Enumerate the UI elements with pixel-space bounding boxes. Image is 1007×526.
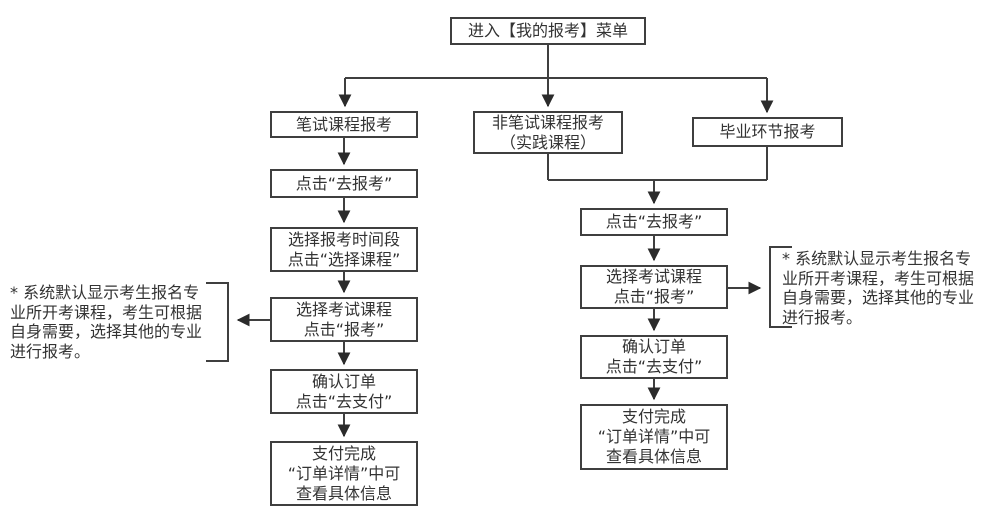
node-right-payment-complete: 支付完成“订单详情”中可查看具体信息 bbox=[580, 404, 728, 470]
node-left-confirm-order: 确认订单点击“去支付” bbox=[270, 369, 418, 414]
note-default-major-courses-left: * 系统默认显示考生报名专业所开考课程，考生可根据自身需要，选择其他的专业进行报… bbox=[10, 283, 203, 361]
node-left-select-exam-course: 选择考试课程点击“报考” bbox=[270, 297, 418, 342]
arrow-lines bbox=[236, 78, 774, 438]
node-right-confirm-order: 确认订单点击“去支付” bbox=[580, 335, 728, 379]
node-right-select-exam-course: 选择考试课程点击“报考” bbox=[580, 265, 728, 309]
note-bracket-right bbox=[769, 246, 792, 328]
node-written-course-registration: 笔试课程报考 bbox=[270, 111, 418, 138]
node-left-payment-complete: 支付完成“订单详情”中可查看具体信息 bbox=[270, 441, 418, 506]
node-left-click-go-register: 点击“去报考” bbox=[270, 169, 418, 198]
note-brackets bbox=[206, 246, 792, 362]
node-enter-my-registration-menu: 进入【我的报考】菜单 bbox=[450, 17, 646, 45]
plain-lines bbox=[345, 45, 768, 181]
node-non-written-course-registration: 非笔试课程报考（实践课程） bbox=[473, 111, 623, 154]
node-right-click-go-register: 点击“去报考” bbox=[580, 208, 728, 236]
node-left-select-time-period: 选择报考时间段点击“选择课程” bbox=[270, 227, 418, 272]
node-graduation-stage-registration: 毕业环节报考 bbox=[692, 117, 843, 147]
note-bracket-left bbox=[206, 282, 229, 362]
note-default-major-courses-right: * 系统默认显示考生报名专业所开考课程，考生可根据自身需要，选择其他的专业进行报… bbox=[782, 249, 975, 327]
